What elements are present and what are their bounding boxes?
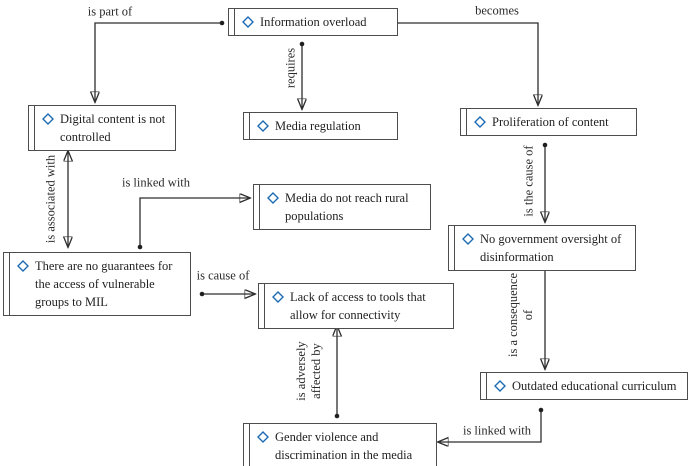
node-label: Lack of access to tools that allow for c…	[290, 290, 426, 322]
node-label: Media regulation	[275, 119, 361, 133]
concept-diamond-icon	[42, 113, 54, 125]
node-digital-content-not-controlled[interactable]: Digital content is not controlled	[28, 105, 176, 151]
node-label: Outdated educational curriculum	[512, 379, 677, 393]
edge-is-linked-with-line	[140, 198, 250, 247]
edge-label-becomes: becomes	[475, 3, 519, 18]
concept-diamond-icon	[494, 380, 506, 392]
node-no-guarantees-vulnerable-mil[interactable]: There are no guarantees for the access o…	[3, 252, 191, 316]
edge-is-part-of-line	[95, 23, 222, 102]
edge-label-is-the-cause-of: is the cause of	[521, 145, 536, 217]
edge-label-is-linked-with-bottom: is linked with	[462, 423, 532, 438]
node-label: Information overload	[260, 15, 367, 29]
edge-label-is-cause-of: is cause of	[196, 268, 250, 283]
node-information-overload[interactable]: Information overload	[228, 8, 398, 36]
node-label: There are no guarantees for the access o…	[35, 259, 173, 309]
edge-label-is-adversely-affected-by: is adversely affected by	[294, 341, 323, 401]
node-gender-violence-discrimination[interactable]: Gender violence and discrimination in th…	[243, 423, 437, 466]
node-proliferation-of-content[interactable]: Proliferation of content	[460, 108, 637, 136]
edge-label-is-part-of: is part of	[87, 4, 133, 19]
edge-label-requires: requires	[283, 47, 298, 89]
node-media-do-not-reach-rural[interactable]: Media do not reach rural populations	[253, 184, 431, 230]
concept-diamond-icon	[272, 291, 284, 303]
edge-becomes-line	[396, 23, 538, 105]
edge-label-is-a-consequence-of: is a consequence of	[506, 273, 535, 357]
concept-diamond-icon	[242, 16, 254, 28]
concept-diamond-icon	[474, 116, 486, 128]
concept-diamond-icon	[462, 233, 474, 245]
node-media-regulation[interactable]: Media regulation	[243, 112, 398, 140]
node-lack-of-access-to-tools[interactable]: Lack of access to tools that allow for c…	[258, 283, 454, 329]
node-label: Digital content is not controlled	[60, 112, 166, 144]
concept-diamond-icon	[17, 260, 29, 272]
concept-diamond-icon	[267, 192, 279, 204]
edge-is-linked-with-bottom-line	[438, 410, 541, 442]
node-label: Gender violence and discrimination in th…	[275, 430, 413, 462]
node-no-government-oversight[interactable]: No government oversight of disinformatio…	[448, 225, 636, 271]
node-label: No government oversight of disinformatio…	[480, 232, 622, 264]
edge-label-is-associated-with: is associated with	[43, 154, 58, 244]
concept-diamond-icon	[257, 120, 269, 132]
node-label: Proliferation of content	[492, 115, 609, 129]
node-outdated-educational-curriculum[interactable]: Outdated educational curriculum	[480, 372, 688, 400]
edge-label-is-linked-with: is linked with	[121, 175, 191, 190]
node-label: Media do not reach rural populations	[285, 191, 409, 223]
concept-diamond-icon	[257, 431, 269, 443]
